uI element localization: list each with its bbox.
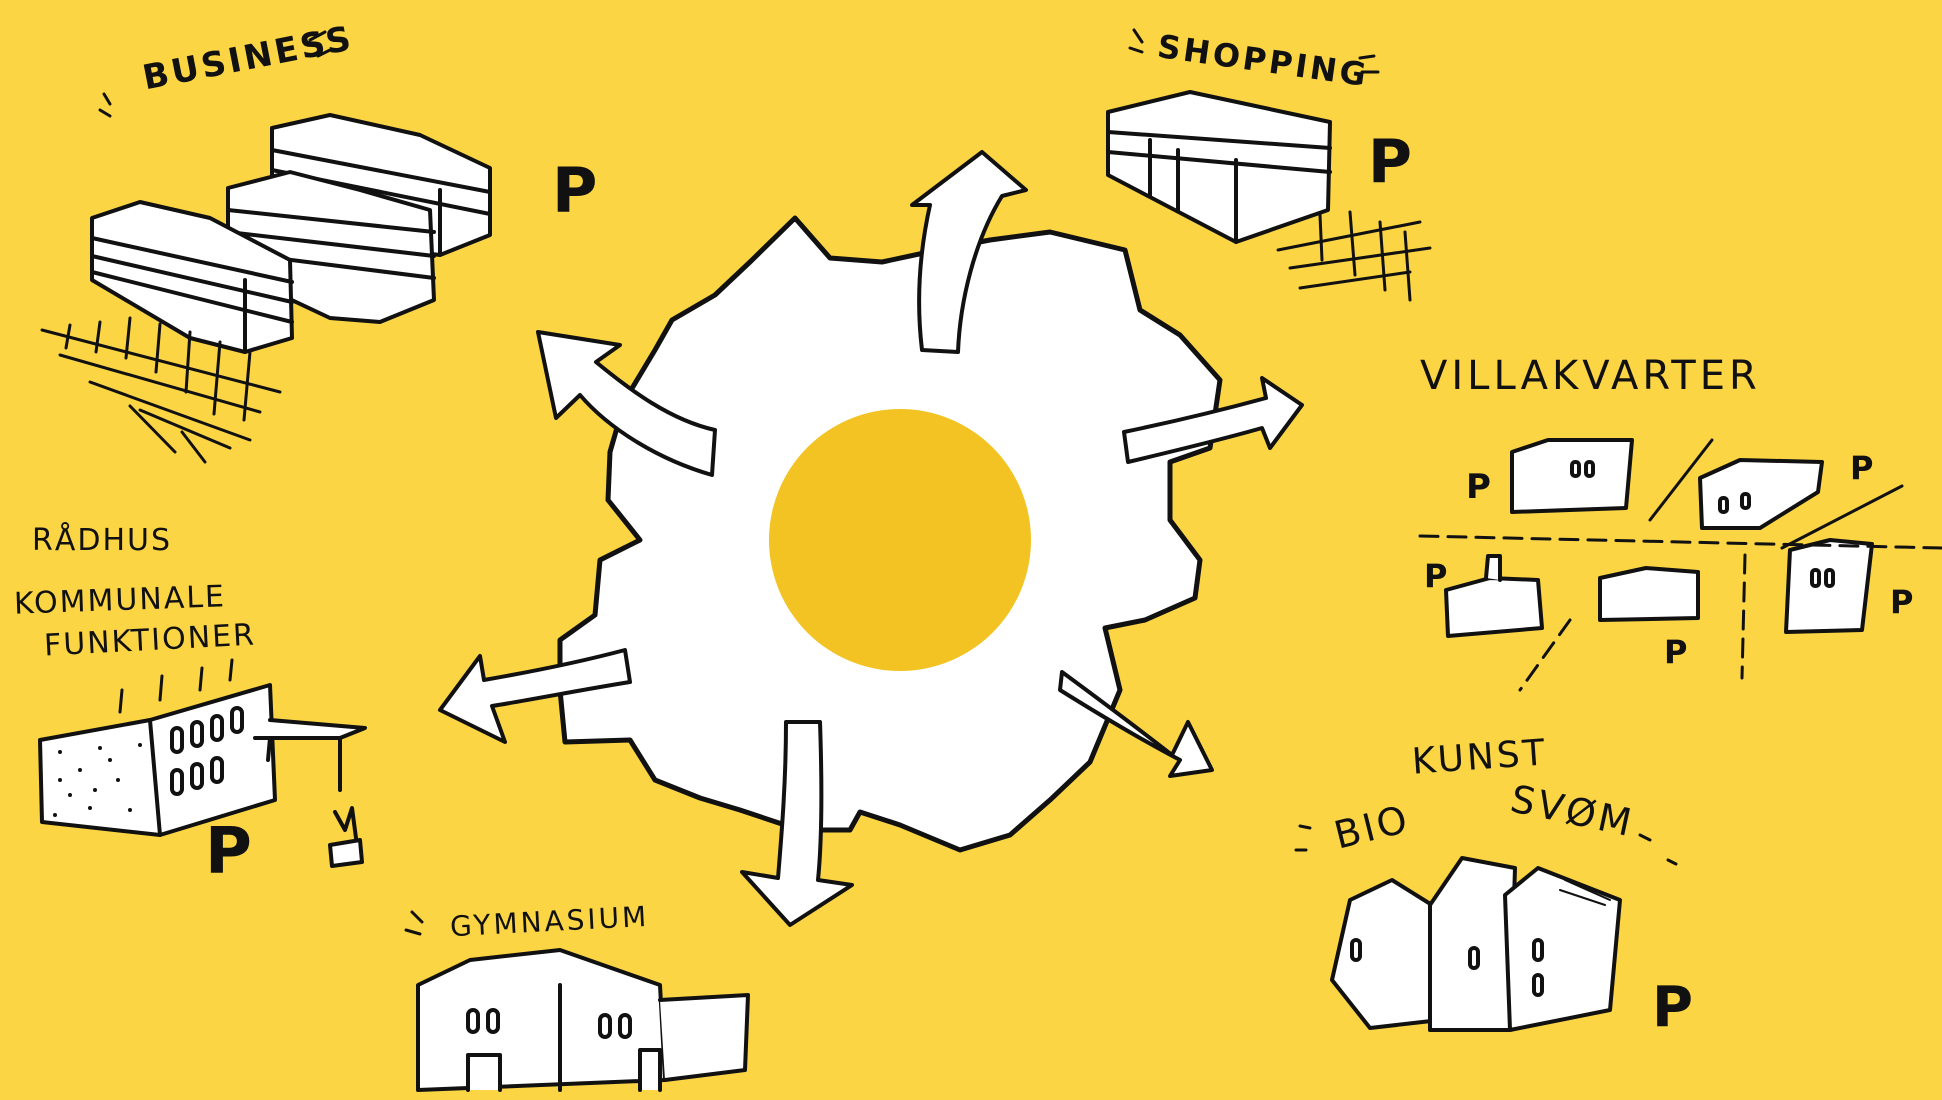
- emphasis-marks: [98, 28, 1678, 936]
- parking-sign-villa: P: [1466, 467, 1491, 507]
- arrow-lower-left: [438, 648, 632, 744]
- label-kunst: KUNST: [1410, 732, 1549, 783]
- arrow-down: [740, 720, 854, 927]
- parking-sign-villa: P: [1890, 583, 1914, 621]
- parking-sign-villa: P: [1850, 449, 1874, 487]
- parking-sign-business: P: [552, 154, 598, 227]
- gymnasium-building: [416, 948, 750, 1092]
- parking-sign-villa: P: [1424, 557, 1448, 595]
- arrow-lower-right: [1058, 670, 1214, 778]
- business-buildings: [90, 113, 492, 354]
- label-radhus: RÅDHUS: [32, 523, 173, 558]
- parking-sign-kunst: P: [1652, 975, 1694, 1040]
- shopping-parking-grid: [1276, 210, 1432, 302]
- shopping-building: [1106, 90, 1332, 244]
- parking-sign-shopping: P: [1368, 127, 1412, 197]
- parking-sign-villa: P: [1664, 633, 1688, 671]
- villakvarter-roads: [1418, 534, 1942, 692]
- kunst-buildings: [1330, 856, 1622, 1032]
- arrow-up: [910, 150, 1028, 354]
- radhus-building: [38, 658, 367, 837]
- arrow-upper-left: [536, 330, 717, 477]
- arrow-right: [1122, 376, 1304, 464]
- villakvarter-houses: [1444, 438, 1874, 638]
- business-parking-grid: [40, 316, 282, 464]
- egg-yolk: [769, 409, 1031, 671]
- label-villakvarter: VILLAKVARTER: [1420, 353, 1761, 399]
- label-kommunale: KOMMUNALE: [13, 579, 227, 622]
- radhus-statue: [328, 806, 364, 868]
- parking-sign-radhus: P: [205, 815, 252, 889]
- radhus-texture: [53, 743, 142, 817]
